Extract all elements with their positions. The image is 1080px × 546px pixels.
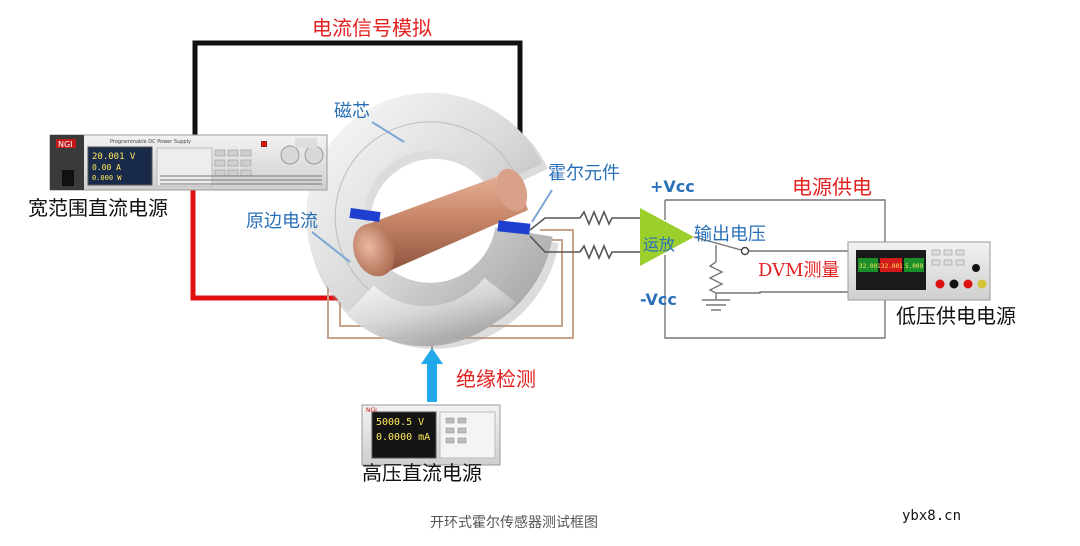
label-op-amp: 运放 [643,235,676,254]
high-voltage-supply-device [361,404,501,466]
lv-supply-ch2: 32.001 [881,263,903,270]
label-minus-vcc: -Vcc [640,290,677,309]
black-signal-wire [192,40,523,172]
wide-range-supply-device [49,134,328,191]
label-insulation-test: 绝缘检测 [456,367,536,391]
wide-supply-brand: NGI [58,140,73,149]
wide-supply-model: Programmable DC Power Supply [110,139,191,145]
watermark: ybx8.cn [902,508,962,524]
hall-output-leads [529,209,640,261]
label-core: 磁芯 [334,101,370,122]
label-plus-vcc: +Vcc [650,177,695,196]
core-front-arc [346,277,516,347]
label-low-voltage-supply: 低压供电电源 [896,304,1016,328]
label-wide-range-dc-supply: 宽范围直流电源 [28,196,168,220]
op-amp-triangle [640,208,694,266]
hv-supply-brand: NGI [366,407,377,414]
core-pointer [371,121,405,143]
hv-supply-readout-v: 5000.5 V [376,417,424,428]
copper-conductor [353,168,528,277]
label-current-signal-sim: 电流信号模拟 [312,16,432,40]
wide-supply-readout-a: 0.00 A [92,163,121,172]
label-hall-element: 霍尔元件 [548,163,620,184]
primary-pointer [311,231,351,263]
lv-supply-ch1: 32.001 [859,263,881,270]
lv-supply-ch3: 5.000 [905,263,923,270]
label-power-supply: 电源供电 [792,175,872,199]
wide-supply-readout-v: 20.001 V [92,152,136,162]
wide-supply-readout-w: 0.000 W [92,174,122,182]
hall-chip-right [497,220,531,235]
low-voltage-supply-device [847,241,991,301]
output-node [740,246,750,256]
label-dvm-measure: DVM测量 [758,260,840,281]
label-output-voltage: 输出电压 [694,224,766,245]
figure-caption: 开环式霍尔传感器测试框图 [430,515,598,531]
label-high-voltage-dc-supply: 高压直流电源 [362,461,482,485]
hv-supply-readout-ma: 0.0000 mA [376,432,430,443]
insulation-arrow [421,348,443,402]
hall-chip-left [349,207,381,223]
hall-pointer [531,189,553,223]
circuit-wiring [664,199,886,339]
label-primary-current: 原边电流 [246,211,318,232]
